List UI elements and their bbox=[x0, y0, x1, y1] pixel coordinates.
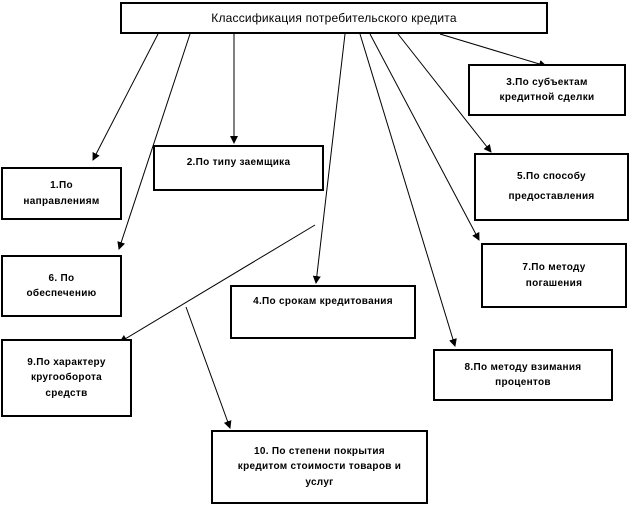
node-5-provision-method: 5.По способу предоставления bbox=[474, 153, 629, 221]
node-3-label: 3.По субъектам кредитной сделки bbox=[499, 76, 595, 104]
node-3-credit-subjects: 3.По субъектам кредитной сделки bbox=[468, 64, 626, 116]
node-7-label: 7.По методу погашения bbox=[522, 262, 586, 289]
node-6-label: 6. По обеспечению bbox=[26, 272, 97, 300]
node-7-repayment-method: 7.По методу погашения bbox=[481, 243, 627, 308]
arrow-to-n10 bbox=[185, 306, 232, 429]
node-8-interest-method: 8.По методу взимания процентов bbox=[433, 349, 613, 401]
arrow-to-n6 bbox=[117, 33, 191, 250]
node-1-label: 1.По направлениям bbox=[23, 180, 100, 207]
node-9-funds-circulation: 9.По характеру кругооборота средств bbox=[1, 339, 132, 417]
arrow-to-n7 bbox=[369, 33, 480, 241]
arrow-to-n9 bbox=[119, 224, 316, 343]
node-2-label: 2.По типу заемщика bbox=[186, 157, 291, 168]
arrow-to-n8 bbox=[359, 33, 457, 347]
arrow-to-n1 bbox=[92, 33, 159, 161]
node-6-collateral: 6. По обеспечению bbox=[1, 255, 122, 317]
node-9-label: 9.По характеру кругооборота средств bbox=[27, 356, 106, 399]
root-node-label: Классификация потребительского кредита bbox=[211, 10, 457, 25]
node-5-label: 5.По способу предоставления bbox=[508, 171, 595, 202]
node-1-directions: 1.По направлениям bbox=[1, 167, 122, 220]
node-10-label: 10. По степени покрытия кредитом стоимос… bbox=[237, 445, 402, 488]
arrow-to-n4 bbox=[312, 33, 346, 284]
arrow-to-n5 bbox=[397, 33, 492, 153]
node-2-borrower-type: 2.По типу заемщика bbox=[153, 145, 324, 191]
node-4-label: 4.По срокам кредитования bbox=[253, 296, 393, 307]
node-4-credit-terms: 4.По срокам кредитования bbox=[230, 285, 416, 339]
node-8-label: 8.По методу взимания процентов bbox=[464, 361, 582, 389]
arrow-to-n3 bbox=[439, 33, 547, 68]
node-10-coverage-degree: 10. По степени покрытия кредитом стоимос… bbox=[211, 430, 428, 504]
root-node-box: Классификация потребительского кредита bbox=[120, 2, 548, 34]
